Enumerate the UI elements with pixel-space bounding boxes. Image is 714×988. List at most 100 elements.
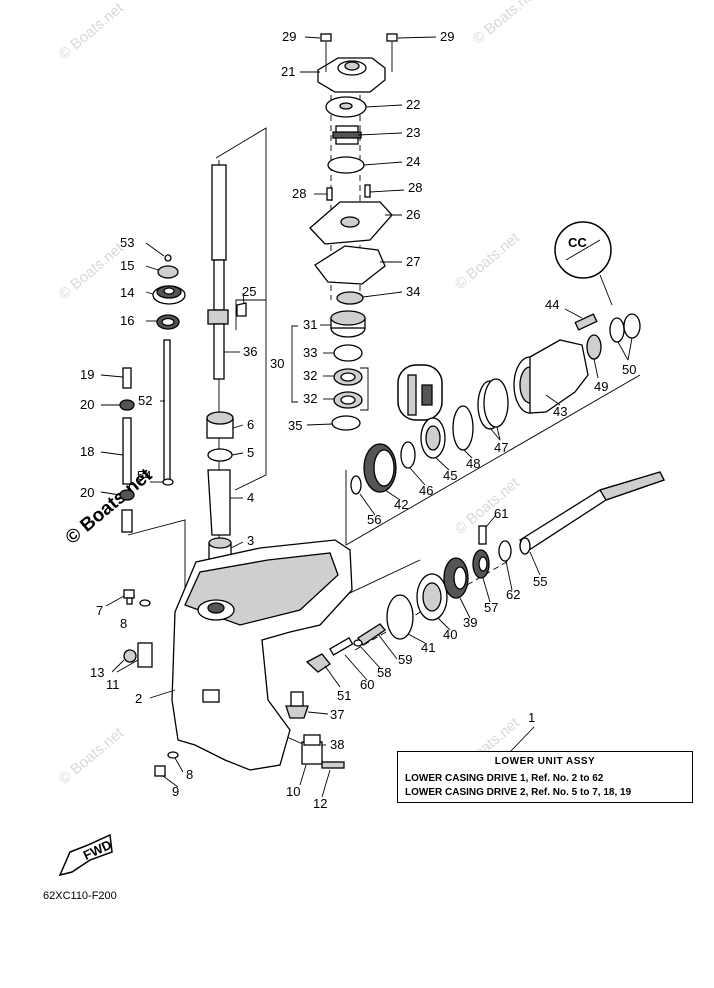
pump-housing bbox=[317, 33, 398, 93]
watermark: © Boats.net bbox=[470, 0, 542, 48]
callout-9: 9 bbox=[172, 784, 179, 799]
callout-50: 50 bbox=[622, 362, 636, 377]
propeller-shaft bbox=[519, 471, 665, 555]
callout-8: 8 bbox=[186, 767, 193, 782]
callout-16: 16 bbox=[120, 313, 134, 328]
callout-37: 37 bbox=[330, 707, 344, 722]
callout-39: 39 bbox=[463, 615, 477, 630]
seal bbox=[157, 265, 179, 279]
callout-11: 11 bbox=[106, 677, 120, 692]
thrust-washer bbox=[400, 441, 416, 469]
callout-4: 4 bbox=[247, 490, 254, 505]
callout-59: 59 bbox=[398, 652, 412, 667]
bevel-gear-reverse bbox=[363, 443, 397, 493]
cc-label: CC bbox=[568, 235, 587, 250]
washer bbox=[167, 751, 179, 759]
note-line: LOWER CASING DRIVE 2, Ref. No. 5 to 7, 1… bbox=[405, 787, 632, 798]
pinion-top bbox=[290, 691, 304, 707]
seal bbox=[586, 334, 602, 360]
callout-28: 28 bbox=[292, 186, 306, 201]
callout-13: 13 bbox=[90, 665, 104, 680]
watermark: © Boats.net bbox=[452, 474, 524, 538]
clip bbox=[119, 489, 135, 501]
callout-60: 60 bbox=[360, 677, 374, 692]
washer bbox=[139, 599, 151, 607]
drive-shaft-sleeve bbox=[207, 469, 231, 536]
watermarks: © Boats.net © Boats.net © Boats.net © Bo… bbox=[56, 0, 542, 788]
callout-15: 15 bbox=[120, 258, 134, 273]
callout-40: 40 bbox=[443, 627, 457, 642]
pinion bbox=[285, 705, 309, 719]
callout-21: 21 bbox=[281, 64, 295, 79]
callout-29: 29 bbox=[440, 29, 454, 44]
bolt bbox=[574, 313, 598, 331]
callout-55: 55 bbox=[533, 574, 547, 589]
o-ring bbox=[333, 344, 363, 362]
oil-seal bbox=[623, 313, 641, 339]
callout-24: 24 bbox=[406, 154, 420, 169]
seal-orientation-detail bbox=[397, 364, 443, 421]
callout-61: 61 bbox=[494, 506, 508, 521]
impeller bbox=[332, 125, 362, 145]
o-ring bbox=[386, 594, 414, 640]
spring-clip bbox=[498, 540, 512, 562]
dowel-pin bbox=[364, 184, 371, 198]
callout-54: 54 bbox=[137, 468, 151, 483]
bolt bbox=[123, 589, 135, 605]
bearing bbox=[206, 411, 234, 439]
leader-lines bbox=[100, 36, 633, 798]
callout-42: 42 bbox=[394, 497, 408, 512]
callout-58: 58 bbox=[377, 665, 391, 680]
bolt bbox=[321, 761, 345, 769]
oil-seal-housing bbox=[330, 310, 366, 338]
callout-22: 22 bbox=[406, 97, 420, 112]
callout-2: 2 bbox=[135, 691, 142, 706]
callout-47: 47 bbox=[494, 440, 508, 455]
dog-clutch bbox=[472, 549, 490, 579]
tapered-roller-bearing bbox=[416, 573, 448, 621]
callout-6: 6 bbox=[247, 417, 254, 432]
dowel-pin bbox=[326, 187, 333, 201]
lower-unit-note: LOWER UNIT ASSY LOWER CASING DRIVE 1, Re… bbox=[397, 751, 693, 803]
callout-38: 38 bbox=[330, 737, 344, 752]
callout-36: 36 bbox=[243, 344, 257, 359]
callout-8: 8 bbox=[120, 616, 127, 631]
note-title: LOWER UNIT ASSY bbox=[494, 756, 596, 767]
callout-43: 43 bbox=[553, 404, 567, 419]
shim bbox=[350, 475, 362, 495]
grease-callout: CC bbox=[554, 221, 613, 306]
callout-35: 35 bbox=[288, 418, 302, 433]
callout-26: 26 bbox=[406, 207, 420, 222]
callout-51: 51 bbox=[337, 688, 351, 703]
callout-12: 12 bbox=[313, 796, 327, 811]
callout-57: 57 bbox=[484, 600, 498, 615]
shim bbox=[207, 448, 233, 462]
bearing bbox=[420, 417, 446, 459]
watermark: © Boats.net bbox=[56, 0, 128, 63]
nut bbox=[123, 649, 137, 663]
fwd-label: FWD bbox=[81, 837, 114, 863]
callout-20: 20 bbox=[80, 397, 94, 412]
propeller-shaft-housing bbox=[513, 339, 589, 414]
cross-pin bbox=[478, 525, 487, 545]
note-line: LOWER CASING DRIVE 1, Ref. No. 2 to 62 bbox=[405, 773, 604, 784]
callout-29: 29 bbox=[282, 29, 296, 44]
rod-connector bbox=[122, 367, 132, 389]
forward-gear bbox=[443, 557, 469, 599]
callout-19: 19 bbox=[80, 367, 94, 382]
o-ring-inner bbox=[161, 317, 175, 327]
woodruff-key bbox=[236, 302, 247, 317]
callout-27: 27 bbox=[406, 254, 420, 269]
drive-shaft bbox=[207, 164, 229, 380]
callout-5: 5 bbox=[247, 445, 254, 460]
callout-numbers: 1 2 3 4 5 6 7 8 8 9 10 11 12 13 14 15 16… bbox=[80, 29, 636, 811]
watermark: © Boats.net bbox=[56, 724, 128, 788]
ball bbox=[353, 639, 363, 647]
grommet bbox=[152, 285, 186, 305]
plate-hole bbox=[340, 216, 360, 228]
callout-41: 41 bbox=[421, 640, 435, 655]
callout-28: 28 bbox=[408, 180, 422, 195]
callout-30: 30 bbox=[270, 356, 284, 371]
diagram-code: 62XC110-F200 bbox=[43, 890, 117, 902]
